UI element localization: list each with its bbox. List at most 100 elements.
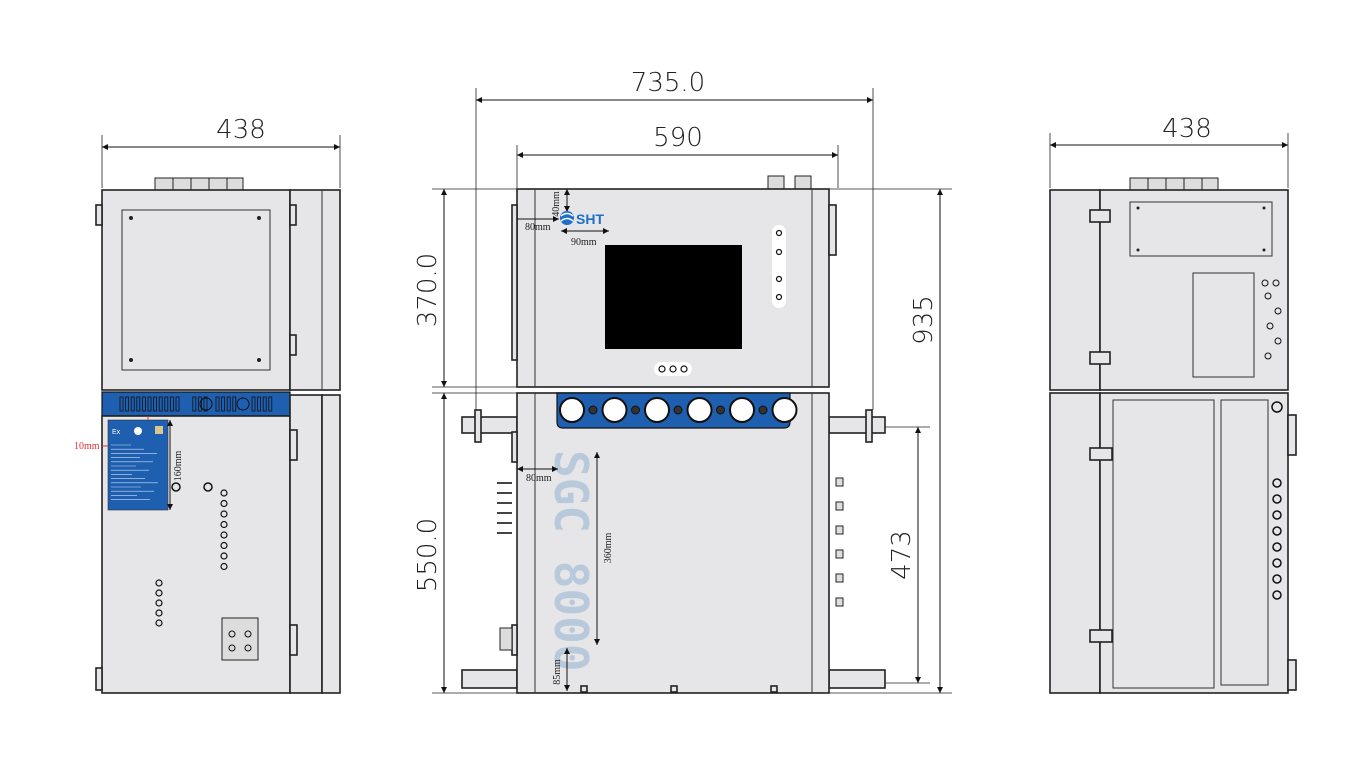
vent-slot (169, 396, 174, 412)
upper-side-box (289, 189, 341, 391)
vent-slot (232, 396, 237, 412)
logo-left-offset-label: 80mm (525, 222, 551, 233)
front-view: 735.0 590 370.0 550.0 935 473 (413, 68, 952, 694)
vent-slot (262, 396, 267, 412)
vent-slot (158, 396, 163, 412)
cable-gland (1272, 558, 1282, 568)
vent-slot (147, 396, 152, 412)
plate-height-label: 160mm (173, 451, 184, 482)
total-height-label: 935 (909, 295, 939, 345)
ex-mark: Ex (112, 429, 121, 436)
side-fins (497, 482, 513, 651)
cable-gland (1272, 494, 1282, 504)
lower-enclosure (516, 392, 830, 694)
width-dimension-label: 438 (1162, 114, 1212, 144)
side-terminals (835, 477, 844, 607)
lower-panel (1112, 399, 1215, 689)
terminal (835, 501, 844, 511)
product-name: SGC 8000 (544, 450, 598, 672)
indicator-light (220, 541, 228, 550)
cable-entry-hole (559, 397, 585, 423)
cable-gland (1272, 526, 1282, 536)
vent-slot (197, 396, 202, 412)
upper-enclosure (101, 189, 291, 391)
cable-entry-hole (771, 397, 798, 423)
cable-entry-hole (686, 397, 713, 423)
cable-gland (1272, 590, 1282, 600)
lower-height-label: 550.0 (413, 518, 443, 592)
cable-glands-top (1129, 177, 1219, 191)
upper-panel (121, 209, 271, 371)
indicator-light (155, 589, 163, 597)
overall-width-label: 735.0 (631, 68, 705, 98)
vent-slot (125, 396, 129, 412)
indicator-light (220, 510, 228, 518)
vent-slot (119, 396, 124, 412)
indicator-light (155, 609, 163, 617)
cable-gland (1272, 510, 1282, 520)
product-text-left-offset-label: 80mm (526, 473, 552, 484)
indicator-light (220, 562, 228, 571)
plate-offset-label: 10mm (74, 441, 100, 452)
product-text-bottom-offset-label: 85mm (552, 659, 563, 685)
vent-slot (130, 396, 135, 412)
vent-slot (257, 396, 262, 412)
indicator-light (220, 520, 228, 529)
cable-gland (1272, 542, 1282, 552)
left-side-view: 438 Ex 10mm 160mm (74, 115, 341, 694)
indicator-light (220, 531, 228, 539)
cable-entry-hole (729, 397, 755, 423)
vent-slot (164, 396, 169, 412)
product-text-height-label: 360mm (603, 533, 614, 564)
vent-slot (215, 396, 220, 412)
indicator-light (220, 489, 228, 497)
side-indicator-panel (772, 225, 786, 308)
vent-slot (226, 396, 231, 412)
right-side-view: 438 (1049, 114, 1297, 694)
rail-height-label: 473 (887, 530, 917, 580)
terminal (835, 549, 844, 559)
cable-entry-hole (644, 397, 670, 423)
vent-slot (136, 396, 141, 412)
indicator-light (220, 499, 228, 508)
cable-glands-top (154, 177, 244, 191)
indicator-column (155, 489, 228, 627)
vent-slot (221, 396, 226, 412)
logo-text: SHT (576, 211, 604, 227)
logo-width-label: 90mm (571, 237, 597, 248)
mounting-rail (828, 669, 886, 689)
display-screen (605, 245, 742, 349)
vent-slot (268, 396, 273, 412)
terminal (835, 573, 844, 583)
terminal (835, 477, 844, 487)
cable-gland (1272, 574, 1282, 584)
lower-enclosure (1099, 392, 1289, 694)
mounting-rail (461, 669, 518, 689)
terminal (835, 525, 844, 535)
mounting-rail (461, 416, 518, 434)
top-cutout (1129, 201, 1273, 257)
logo-top-offset-label: 40mm (551, 191, 562, 217)
vent-slot (203, 396, 208, 412)
body-width-label: 590 (653, 123, 703, 153)
mounting-rail (828, 416, 886, 434)
cable-gland (1272, 478, 1282, 488)
window-cutout (1192, 272, 1255, 378)
upper-enclosure (1099, 189, 1289, 391)
vent-slot (192, 396, 197, 412)
vent-slot (153, 396, 158, 412)
vent-slots (119, 396, 273, 412)
width-dimension-label: 438 (216, 115, 266, 145)
sht-logo: SHT (560, 211, 604, 227)
vent-slot (141, 396, 146, 412)
indicator-light (220, 552, 228, 560)
cable-entries (559, 397, 798, 423)
terminal (835, 597, 844, 607)
vent-slot (251, 396, 256, 412)
indicator-light (155, 619, 163, 627)
connector-block (221, 617, 259, 661)
vent-slot (175, 396, 180, 412)
indicator-light (155, 579, 163, 587)
top-glands (767, 175, 812, 190)
